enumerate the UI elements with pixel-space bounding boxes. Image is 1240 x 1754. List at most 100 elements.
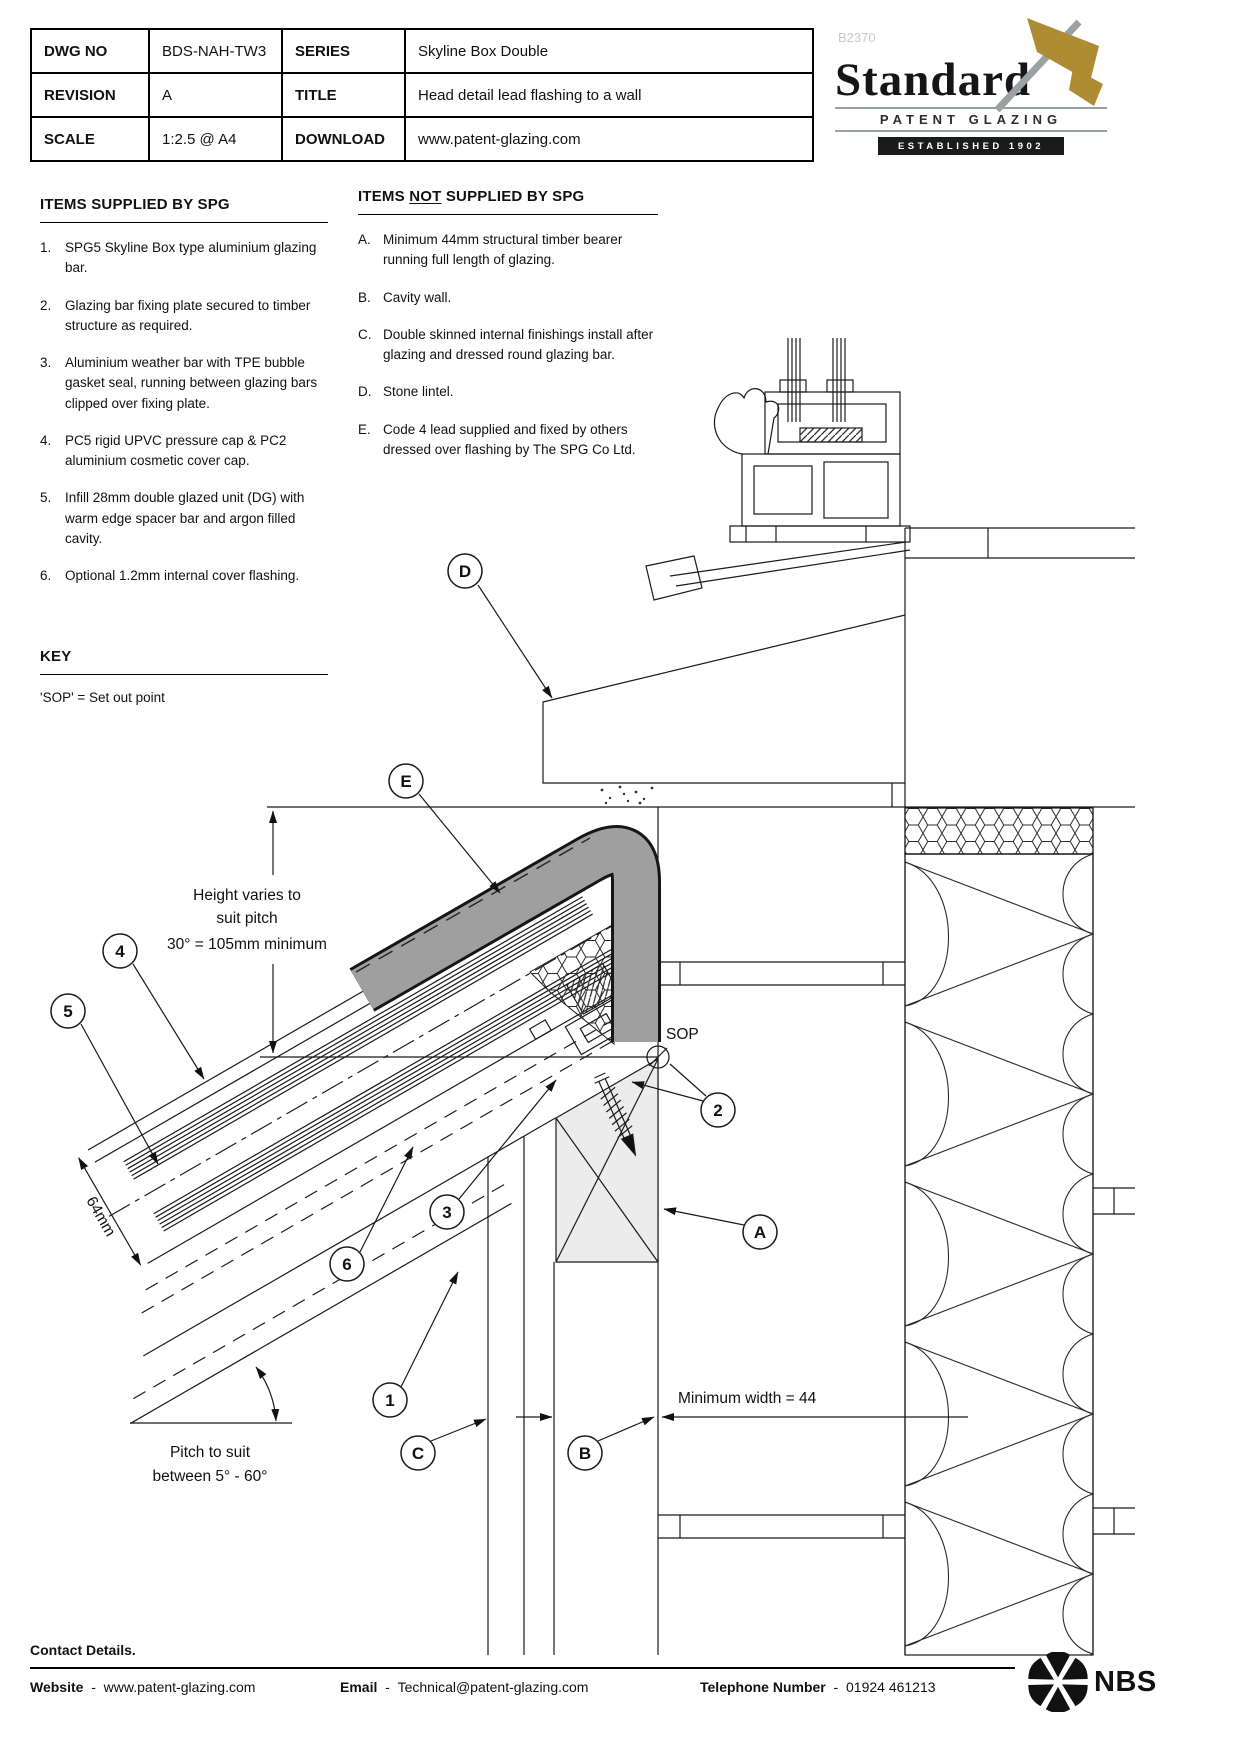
list-item: 3.Aluminium weather bar with TPE bubble … <box>40 355 318 411</box>
title-value: Head detail lead flashing to a wall <box>404 72 814 118</box>
scale-label: SCALE <box>30 116 150 162</box>
key-definition: 'SOP' = Set out point <box>40 690 165 705</box>
min-width-label: Minimum width = 44 <box>678 1390 817 1407</box>
nbs-flower-icon <box>1028 1652 1088 1712</box>
dg-unit-top-pane <box>123 896 593 1180</box>
series-label: SERIES <box>281 28 406 74</box>
email-entry: Email - Technical@patent-glazing.com <box>340 1679 589 1695</box>
download-label: DOWNLOAD <box>281 116 406 162</box>
callout-E <box>388 763 424 799</box>
phone-entry: Telephone Number - 01924 461213 <box>700 1679 936 1695</box>
callout-C-label: C <box>412 1444 424 1463</box>
watermark-ref: B2370 <box>838 30 876 45</box>
upvc-window-frame <box>645 338 911 601</box>
website-entry: Website - www.patent-glazing.com <box>30 1679 256 1695</box>
cavity-quilt-insulation <box>904 853 1094 1656</box>
list-item: 4.PC5 rigid UPVC pressure cap & PC2 alum… <box>40 432 287 468</box>
list-item: B.Cavity wall. <box>358 289 452 305</box>
pitch-note-line2: between 5° - 60° <box>153 1468 268 1485</box>
timber-bearer <box>555 1057 659 1263</box>
callout-5-label: 5 <box>63 1002 72 1021</box>
list-item: 6.Optional 1.2mm internal cover flashing… <box>40 568 300 583</box>
items-not-supplied-section: ITEMS NOT SUPPLIED BY SPG A.Minimum 44mm… <box>358 188 658 477</box>
key-heading: KEY <box>40 648 72 665</box>
cavity-closer-insulation <box>904 807 1094 855</box>
callout-2-label: 2 <box>713 1101 722 1120</box>
sop-label: SOP <box>666 1026 699 1043</box>
technical-drawing: 64mm <box>50 338 1135 1656</box>
nbs-logo: NBS <box>1028 1652 1157 1712</box>
title-label: TITLE <box>281 72 406 118</box>
company-logo: Standard PATENT GLAZING ESTABLISHED 1902 <box>835 18 1107 156</box>
insulation-wedge <box>529 923 615 1046</box>
annotation-texts: Height varies to suit pitch 30° = 105mm … <box>153 887 817 1485</box>
callout-C <box>400 1435 436 1471</box>
callout-D <box>447 553 483 589</box>
pitch-indicator <box>130 1366 292 1424</box>
title-block: DWG NO BDS-NAH-TW3 SERIES Skyline Box Do… <box>30 28 814 162</box>
callout-1-label: 1 <box>385 1391 394 1410</box>
dim-64mm <box>78 1157 142 1266</box>
callout-3 <box>429 1194 465 1230</box>
stone-lintel <box>542 614 906 805</box>
height-note-line2: suit pitch <box>216 910 277 927</box>
callout-4-label: 4 <box>115 942 125 961</box>
callout-bubbles <box>50 553 778 1471</box>
screw-icon <box>594 1072 637 1157</box>
nbs-label: NBS <box>1094 1665 1157 1698</box>
callout-leaders <box>80 584 745 1442</box>
list-item: 2.Glazing bar fixing plate secured to ti… <box>40 297 311 333</box>
flag-icon <box>994 18 1103 112</box>
items-supplied-section: ITEMS SUPPLIED BY SPG 1.SPG5 Skyline Box… <box>40 196 328 603</box>
callout-1 <box>372 1382 408 1418</box>
callout-3-label: 3 <box>442 1203 451 1222</box>
scale-value: 1:2.5 @ A4 <box>148 116 283 162</box>
email-link[interactable]: Technical@patent-glazing.com <box>397 1679 589 1695</box>
list-item: 5.Infill 28mm double glazed unit (DG) wi… <box>40 490 305 546</box>
cavity-wall <box>267 527 1135 1656</box>
callout-D-label: D <box>459 562 471 581</box>
mortar-speckle <box>600 785 654 805</box>
logo-established: ESTABLISHED 1902 <box>878 137 1064 156</box>
callout-6 <box>329 1246 365 1282</box>
key-section: KEY 'SOP' = Set out point <box>40 648 328 705</box>
callout-4 <box>102 933 138 969</box>
logo-name: Standard <box>835 54 1032 106</box>
contact-heading: Contact Details. <box>30 1642 136 1658</box>
sop-marker <box>260 1045 670 1069</box>
list-item: E.Code 4 lead supplied and fixed by othe… <box>358 421 636 457</box>
callout-E-label: E <box>400 772 411 791</box>
download-url[interactable]: www.patent-glazing.com <box>404 116 814 162</box>
callout-A-label: A <box>754 1223 766 1242</box>
height-note-line3: 30° = 105mm minimum <box>167 936 327 953</box>
website-link[interactable]: www.patent-glazing.com <box>103 1679 256 1695</box>
divider <box>358 214 658 215</box>
callout-A <box>742 1214 778 1250</box>
items-not-supplied-heading: ITEMS NOT SUPPLIED BY SPG <box>358 188 585 205</box>
list-item: A.Minimum 44mm structural timber bearer … <box>358 232 623 268</box>
list-item: D.Stone lintel. <box>358 384 454 400</box>
series-value: Skyline Box Double <box>404 28 814 74</box>
phone-number: 01924 461213 <box>846 1679 936 1695</box>
logo-subtitle: PATENT GLAZING <box>835 107 1107 133</box>
list-item: 1.SPG5 Skyline Box type aluminium glazin… <box>40 240 317 276</box>
callout-labels: D E 4 5 6 3 2 1 C B A <box>63 562 766 1463</box>
callout-B <box>567 1435 603 1471</box>
divider <box>40 674 328 675</box>
dwg-no-value: BDS-NAH-TW3 <box>148 28 283 74</box>
callout-6-label: 6 <box>342 1255 351 1274</box>
divider <box>30 1667 1015 1669</box>
callout-B-label: B <box>579 1444 591 1463</box>
divider <box>40 222 328 223</box>
list-item: C.Double skinned internal finishings ins… <box>358 326 654 362</box>
contact-details: Contact Details. Website - www.patent-gl… <box>30 1642 1015 1695</box>
dg-unit-bottom-pane <box>153 948 623 1232</box>
revision-label: REVISION <box>30 72 150 118</box>
pitch-note-line1: Pitch to suit <box>170 1444 251 1461</box>
dwg-no-label: DWG NO <box>30 28 150 74</box>
callout-5 <box>50 993 86 1029</box>
callout-2 <box>700 1092 736 1128</box>
height-note-line1: Height varies to <box>193 887 301 904</box>
revision-value: A <box>148 72 283 118</box>
